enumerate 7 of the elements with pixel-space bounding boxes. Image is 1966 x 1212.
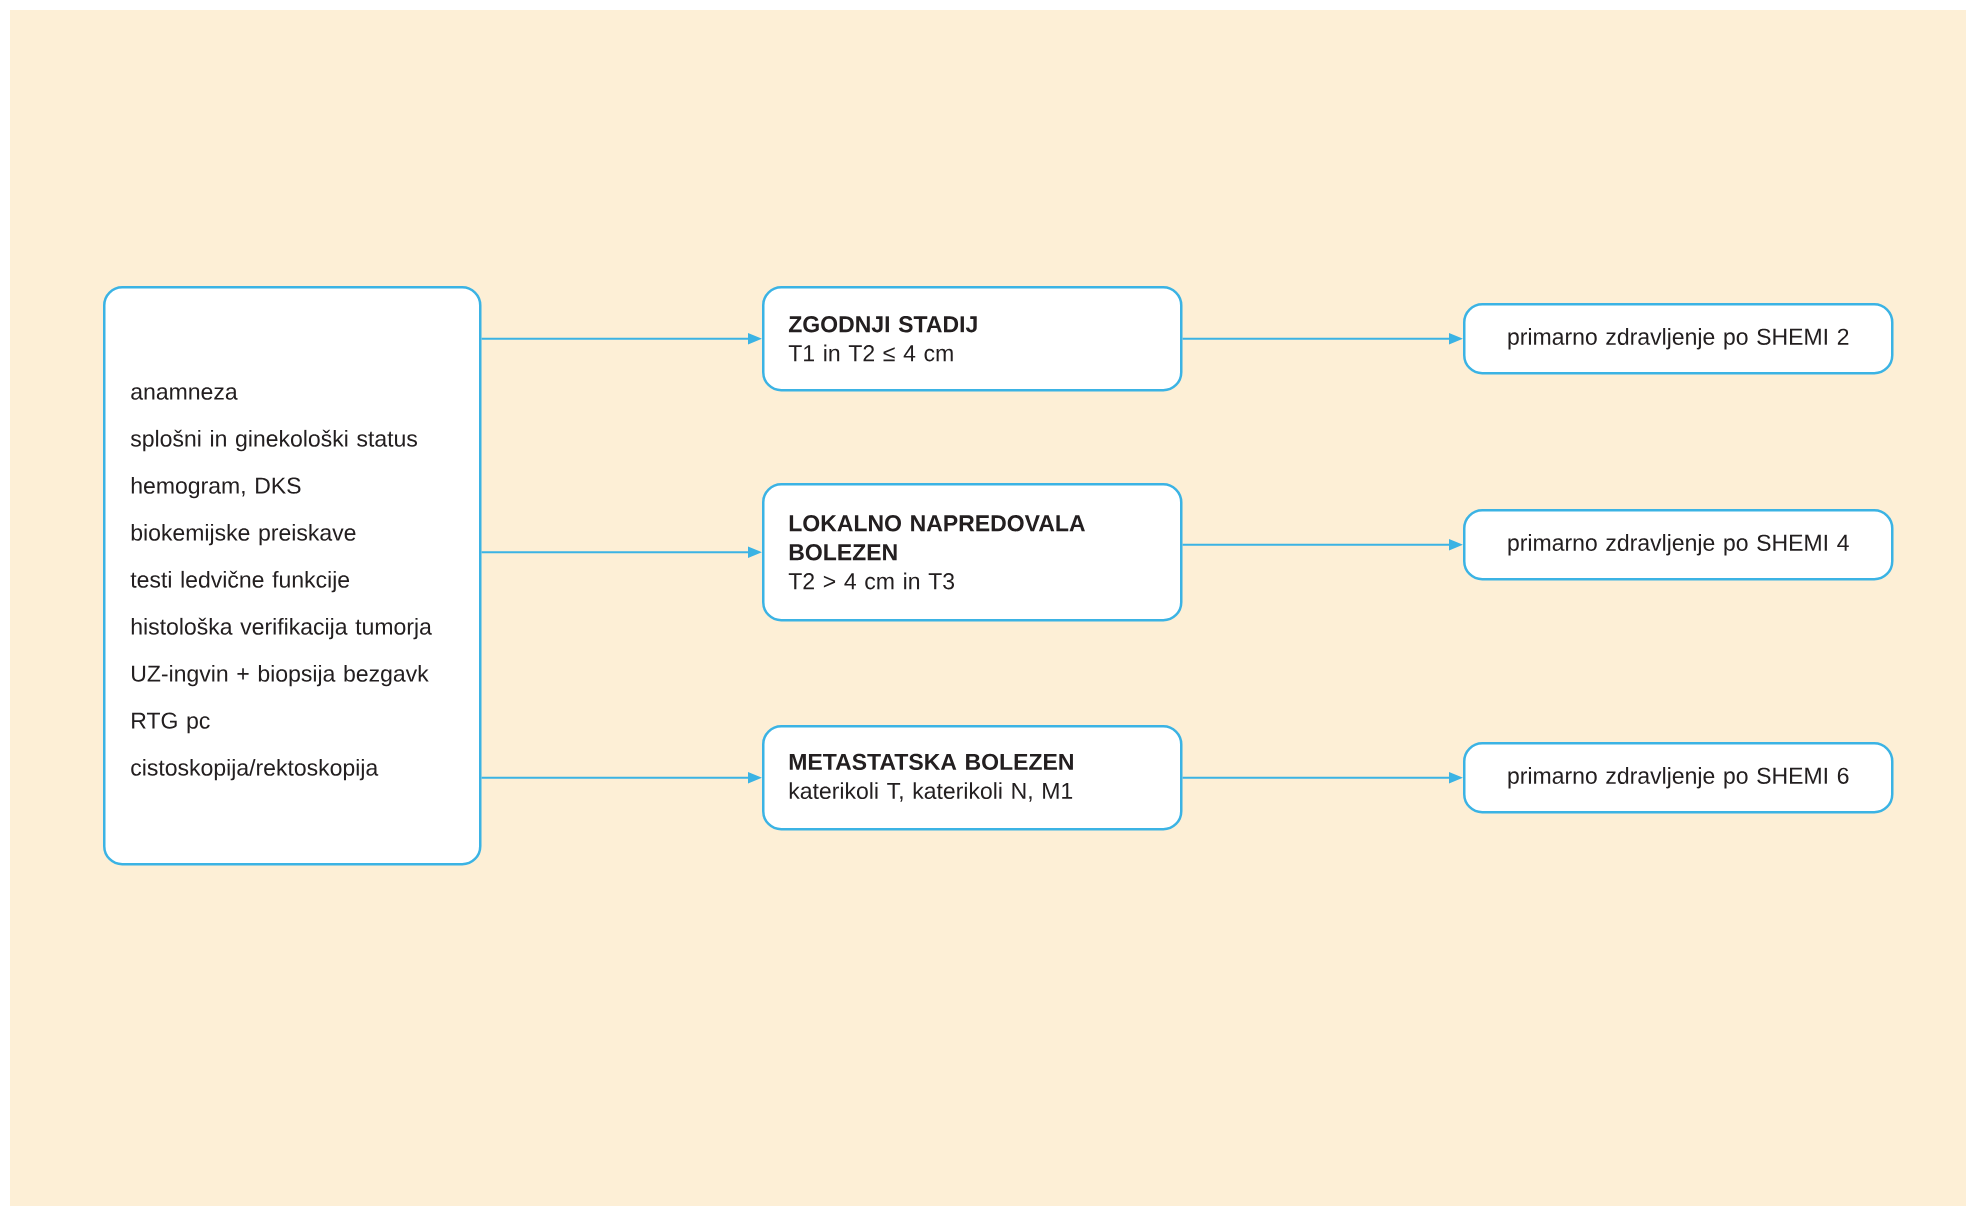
checklist-box: anamneza splošni in ginekološki status hemogram, DKS biokemijske preiskave testi ledvične funkcije histološka verifikacija tumorja UZ-ingvin + biopsija bezgavk RTG pc cistoskopija/rektoskopija — [103, 286, 482, 866]
stage-box: METASTATSKA BOLEZEN katerikoli T, katerikoli N, M1 — [762, 725, 1183, 831]
stage-box: ZGODNJI STADIJ T1 in T2 ≤ 4 cm — [762, 286, 1183, 392]
treatment-box: primarno zdravljenje po SHEMI 4 — [1463, 509, 1894, 581]
treatment-box: primarno zdravljenje po SHEMI 2 — [1463, 303, 1894, 375]
stage-box: LOKALNO NAPREDOVALA BOLEZEN T2 > 4 cm in T3 — [762, 483, 1183, 622]
treatment-box: primarno zdravljenje po SHEMI 6 — [1463, 742, 1894, 814]
